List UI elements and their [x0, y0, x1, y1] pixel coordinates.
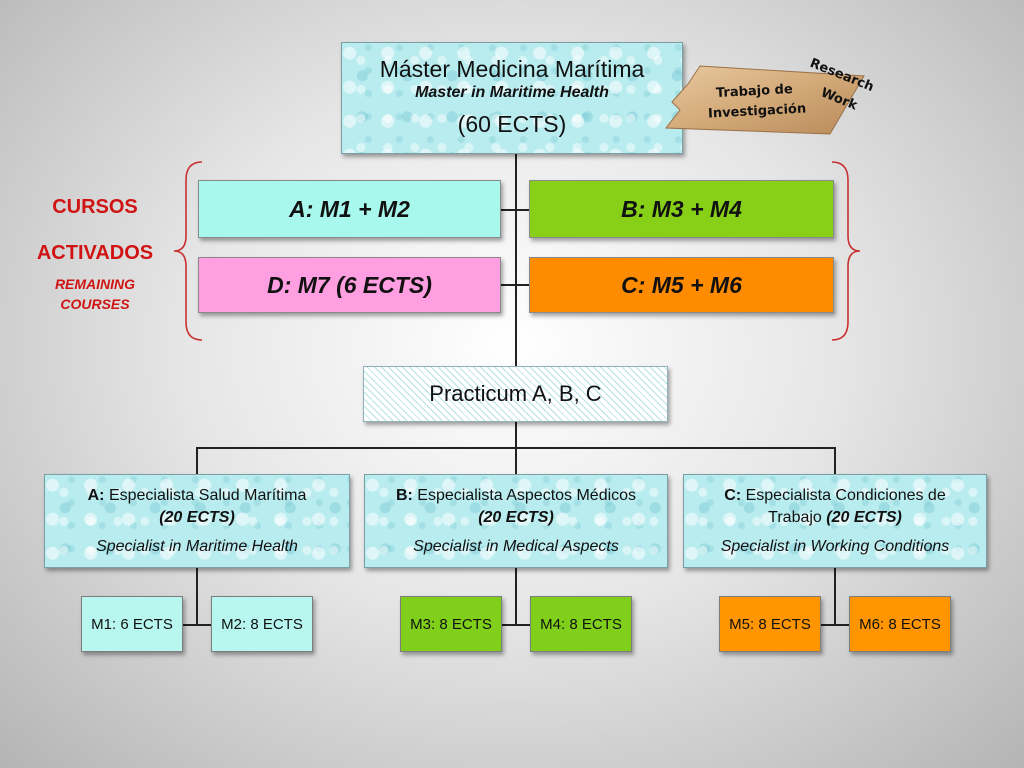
specialist-a-credits: (20 ECTS): [159, 509, 235, 526]
remaining-en-line2: COURSES: [60, 296, 130, 312]
course-c-label: C: M5 + M6: [621, 271, 742, 298]
module-link-c: [834, 568, 836, 625]
course-c-box: C: M5 + M6: [529, 257, 834, 313]
module-link-b-h: [502, 624, 530, 626]
specialist-c-box: C: Especialista Condiciones de Trabajo (…: [683, 474, 987, 568]
module-m6-box: M6: 8 ECTS: [849, 596, 951, 652]
practicum-label: Practicum A, B, C: [429, 381, 602, 406]
master-title-en: Master in Maritime Health: [415, 84, 609, 101]
specialist-a-box: A: Especialista Salud Marítima (20 ECTS)…: [44, 474, 350, 568]
connector-course-b: [516, 209, 529, 211]
practicum-box: Practicum A, B, C: [363, 366, 668, 422]
module-m1-box: M1: 6 ECTS: [81, 596, 183, 652]
remaining-es-line1: CURSOS: [52, 196, 138, 218]
specialist-c-english: Specialist in Working Conditions: [720, 538, 950, 555]
specialist-b-english: Specialist in Medical Aspects: [413, 538, 619, 555]
module-link-c-h: [821, 624, 849, 626]
module-m2-box: M2: 8 ECTS: [211, 596, 313, 652]
module-m5-label: M5: 8 ECTS: [729, 615, 811, 633]
module-m6-label: M6: 8 ECTS: [859, 615, 941, 633]
module-m4-box: M4: 8 ECTS: [530, 596, 632, 652]
connector-course-a: [501, 209, 516, 211]
specialist-b-box: B: Especialista Aspectos Médicos (20 ECT…: [364, 474, 668, 568]
trunk-line: [515, 153, 517, 367]
module-m5-box: M5: 8 ECTS: [719, 596, 821, 652]
module-m1-label: M1: 6 ECTS: [91, 615, 173, 633]
remaining-es-line2: ACTIVADOS: [36, 242, 154, 264]
specialist-c-credits: (20 ECTS): [826, 509, 902, 526]
remaining-courses-label: CURSOS ACTIVADOS REMAINING COURSES: [10, 192, 180, 314]
branch-a-line: [196, 447, 198, 474]
module-m4-label: M4: 8 ECTS: [540, 615, 622, 633]
course-b-box: B: M3 + M4: [529, 180, 834, 238]
specialist-b-credits: (20 ECTS): [478, 509, 554, 526]
specialist-c-name: Especialista Condiciones de Trabajo: [745, 487, 946, 526]
connector-course-d: [501, 284, 516, 286]
module-link-a: [196, 568, 198, 625]
course-d-label: D: M7 (6 ECTS): [267, 271, 432, 298]
course-a-label: A: M1 + M2: [289, 195, 410, 222]
specialist-a-name: Especialista Salud Marítima: [108, 487, 307, 504]
master-box: Máster Medicina Marítima Master in Marit…: [341, 42, 683, 154]
branch-c-line: [834, 447, 836, 474]
right-brace-icon: [831, 161, 861, 341]
branch-b-line: [515, 447, 517, 474]
left-brace-icon: [173, 161, 203, 341]
course-a-box: A: M1 + M2: [198, 180, 501, 238]
course-d-box: D: M7 (6 ECTS): [198, 257, 501, 313]
connector-course-c: [516, 284, 529, 286]
specialist-b-letter: B:: [395, 487, 413, 504]
research-work-note: Trabajo de Investigación Research Work: [658, 56, 876, 138]
specialist-b-name: Especialista Aspectos Médicos: [417, 487, 637, 504]
module-m2-label: M2: 8 ECTS: [221, 615, 303, 633]
specialist-c-letter: C:: [724, 487, 742, 504]
module-link-a-h: [183, 624, 211, 626]
master-credits: (60 ECTS): [457, 111, 567, 137]
course-b-label: B: M3 + M4: [621, 195, 742, 222]
module-m3-label: M3: 8 ECTS: [410, 615, 492, 633]
specialist-a-letter: A:: [87, 487, 105, 504]
module-m3-box: M3: 8 ECTS: [400, 596, 502, 652]
master-title-es: Máster Medicina Marítima: [379, 56, 645, 82]
parchment-icon: [665, 65, 865, 135]
remaining-en-line1: REMAINING: [54, 276, 136, 292]
practicum-down-line: [515, 422, 517, 448]
module-link-b: [515, 568, 517, 625]
specialist-a-english: Specialist in Maritime Health: [96, 538, 298, 555]
